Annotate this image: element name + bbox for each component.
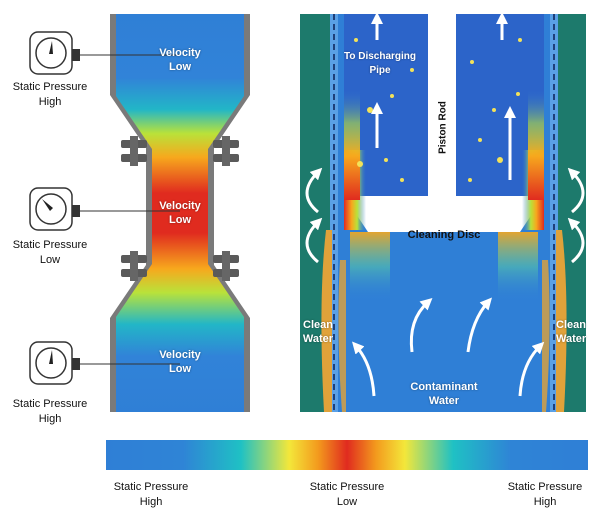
contaminant-label: Contaminant Water: [394, 380, 494, 408]
filter-assembly: [300, 11, 586, 412]
top-gauge-label-line1: Static Pressure: [12, 81, 88, 93]
colorbar-tick-right-line1: Static Pressure: [507, 481, 583, 493]
middle-velocity-label: Velocity Low: [140, 199, 220, 227]
clean-water-left-line2: Water: [302, 333, 334, 345]
middle-gauge-label-line2: Low: [39, 254, 61, 266]
flow-arrows: [305, 11, 585, 397]
bottom-gauge-label-line1: Static Pressure: [12, 398, 88, 410]
cleaning-disc-label: Cleaning Disc: [384, 228, 504, 243]
colorbar-tick-left: Static Pressure High: [96, 480, 206, 510]
cleaning-disc: [344, 196, 544, 232]
clean-water-right-label: Clean Water: [556, 318, 604, 346]
venturi-flow: [116, 14, 244, 412]
discharge-label: To Discharging Pipe: [330, 50, 430, 78]
colorbar-tick-center: Static Pressure Low: [292, 480, 402, 510]
venturi-tube: [110, 14, 250, 412]
clean-water-left-label: Clean Water: [298, 318, 338, 346]
top-gauge-label-line2: High: [38, 96, 62, 108]
bottom-velocity-label-line2: Low: [169, 363, 191, 375]
bottom-gauge-label-line2: High: [38, 413, 62, 425]
bottom-velocity-label-line1: Velocity: [159, 349, 201, 361]
middle-gauge-label-line1: Static Pressure: [12, 239, 88, 251]
colorbar-tick-right: Static Pressure High: [490, 480, 600, 510]
middle-velocity-label-line2: Low: [169, 214, 191, 226]
clean-water-left-line1: Clean: [303, 319, 333, 331]
contaminant-label-line1: Contaminant: [410, 381, 478, 393]
top-velocity-label: Velocity Low: [140, 46, 220, 74]
pressure-colorbar: [106, 440, 588, 470]
colorbar-tick-left-line2: High: [139, 496, 163, 508]
clean-water-right-line2: Water: [556, 333, 587, 345]
gauge-middle: [29, 187, 180, 231]
bottom-velocity-label: Velocity Low: [140, 348, 220, 376]
middle-velocity-label-line1: Velocity: [159, 200, 201, 212]
piston-rod-label: Piston Rod: [436, 83, 451, 173]
bottom-gauge-label: Static Pressure High: [0, 397, 100, 427]
cleaning-disc-text: Cleaning Disc: [407, 229, 481, 241]
upper-flange: [121, 136, 239, 166]
discharge-label-line2: Pipe: [369, 65, 391, 76]
colorbar-tick-right-line2: High: [533, 496, 557, 508]
lower-flange: [121, 251, 239, 281]
colorbar-tick-center-line1: Static Pressure: [309, 481, 385, 493]
piston-rod-text: Piston Rod: [437, 101, 449, 154]
clean-water-right-line1: Clean: [556, 319, 586, 331]
top-velocity-label-line2: Low: [169, 61, 191, 73]
contaminant-label-line2: Water: [428, 395, 460, 407]
discharge-label-line1: To Discharging: [343, 51, 417, 62]
top-gauge-label: Static Pressure High: [0, 80, 100, 110]
top-velocity-label-line1: Velocity: [159, 47, 201, 59]
colorbar-tick-left-line1: Static Pressure: [113, 481, 189, 493]
colorbar-tick-center-line2: Low: [336, 496, 358, 508]
middle-gauge-label: Static Pressure Low: [0, 238, 100, 268]
gauge-top: [29, 31, 180, 75]
gauge-bottom: [29, 341, 180, 385]
